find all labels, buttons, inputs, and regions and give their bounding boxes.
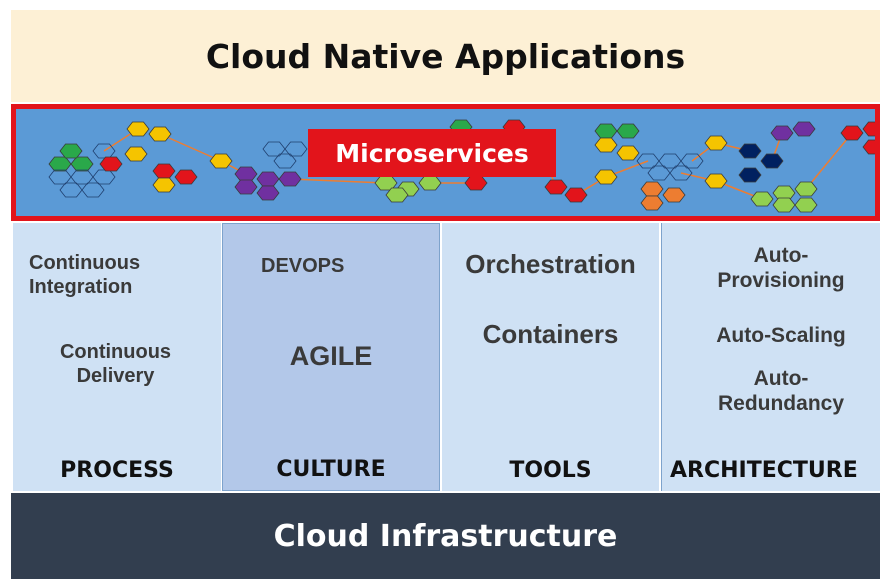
microservice-hexagon — [284, 141, 308, 157]
microservice-hexagon — [92, 169, 116, 185]
orchestration-label: Orchestration — [465, 249, 636, 279]
microservice-hexagon — [92, 143, 116, 159]
tools-footer: TOOLS — [509, 458, 592, 483]
microservice-hexagon — [385, 187, 409, 203]
microservice-hexagon — [152, 177, 176, 193]
auto-redundancy-label: Auto-Redundancy — [717, 367, 845, 416]
microservice-hexagon — [662, 187, 686, 203]
microservice-hexagon — [760, 153, 784, 169]
microservices-band: Microservices — [11, 104, 880, 221]
pillar-architecture: Auto-Provisioning Auto-Scaling Auto-Redu… — [661, 223, 880, 491]
microservice-hexagon — [544, 179, 568, 195]
microservice-hexagon — [640, 195, 664, 211]
microservice-hexagon — [738, 143, 762, 159]
microservice-hexagon — [126, 121, 150, 137]
containers-label: Containers — [482, 319, 619, 349]
microservice-hexagon — [704, 135, 728, 151]
microservice-hexagon — [256, 171, 280, 187]
pillar-culture: DEVOPS AGILE CULTURE — [222, 223, 440, 491]
microservice-hexagon — [564, 187, 588, 203]
microservices-hexagon-network — [48, 119, 875, 213]
pillar-tools: Orchestration Containers TOOLS — [442, 223, 659, 491]
microservice-hexagon — [862, 139, 875, 155]
auto-provisioning-label: Auto-Provisioning — [717, 244, 845, 293]
connector-line — [805, 132, 853, 190]
microservice-hexagon — [840, 125, 864, 141]
microservice-hexagon — [70, 169, 94, 185]
microservice-hexagon — [738, 167, 762, 183]
auto-scaling-label: Auto-Scaling — [716, 324, 846, 347]
microservice-hexagon — [616, 123, 640, 139]
microservice-hexagon — [124, 146, 148, 162]
continuous-delivery-label: Continuous Delivery — [59, 341, 172, 387]
microservice-hexagon — [464, 175, 488, 191]
culture-footer: CULTURE — [276, 457, 386, 482]
microservice-hexagon — [750, 191, 774, 207]
microservice-hexagon — [59, 182, 83, 198]
agile-label: AGILE — [289, 341, 373, 371]
process-footer: PROCESS — [60, 458, 174, 483]
microservice-hexagon — [99, 156, 123, 172]
microservice-hexagon — [772, 197, 796, 213]
microservice-hexagon — [152, 163, 176, 179]
microservice-hexagon — [669, 165, 693, 181]
microservice-hexagon — [418, 175, 442, 191]
microservice-hexagon — [256, 185, 280, 201]
microservice-hexagon — [209, 153, 233, 169]
microservice-hexagon — [794, 197, 818, 213]
connector-line — [289, 178, 387, 184]
microservice-hexagon — [594, 169, 618, 185]
devops-label: DEVOPS — [261, 255, 345, 277]
microservice-hexagon — [70, 156, 94, 172]
microservice-hexagon — [792, 121, 816, 137]
cloud-native-applications-title: Cloud Native Applications — [205, 36, 686, 76]
microservice-hexagon — [640, 181, 664, 197]
microservice-hexagon — [616, 145, 640, 161]
microservice-hexagon — [234, 179, 258, 195]
microservice-hexagon — [704, 173, 728, 189]
microservice-hexagon — [594, 137, 618, 153]
connector-line — [159, 133, 222, 162]
cloud-infrastructure-band: Cloud Infrastructure — [11, 493, 880, 579]
cloud-native-applications-band: Cloud Native Applications — [11, 10, 880, 102]
microservice-hexagon — [81, 182, 105, 198]
architecture-footer: ARCHITECTURE — [670, 458, 858, 483]
microservice-hexagon — [273, 153, 297, 169]
microservice-hexagon — [278, 171, 302, 187]
cloud-infrastructure-title: Cloud Infrastructure — [273, 518, 618, 554]
microservice-hexagon — [794, 181, 818, 197]
microservice-hexagon — [770, 125, 794, 141]
microservice-hexagon — [234, 166, 258, 182]
microservice-hexagon — [59, 143, 83, 159]
microservice-hexagon — [680, 153, 704, 169]
microservice-hexagon — [174, 169, 198, 185]
microservice-hexagon — [862, 121, 875, 137]
microservices-label: Microservices — [308, 129, 556, 177]
microservice-hexagon — [148, 126, 172, 142]
microservice-hexagon — [48, 169, 72, 185]
continuous-integration-label: Continuous Integration — [29, 252, 141, 298]
microservice-hexagon — [48, 156, 72, 172]
pillar-process: Continuous Integration Continuous Delive… — [13, 223, 221, 491]
microservice-hexagon — [594, 123, 618, 139]
